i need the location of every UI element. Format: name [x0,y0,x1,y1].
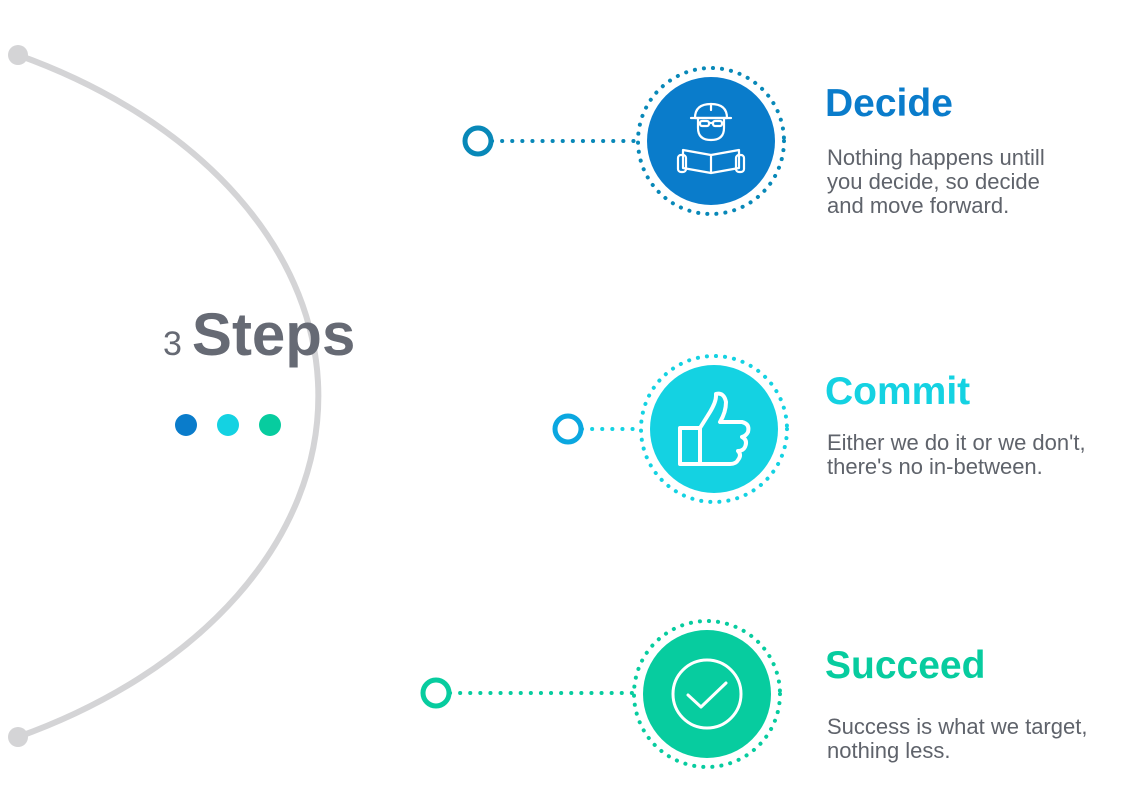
timeline-arc [16,52,322,740]
step-succeed-line-1: Success is what we target, [827,714,1088,739]
step-decide-badge [636,66,786,216]
step-commit-line-2: there's no in-between. [827,454,1043,479]
step-commit-badge-fill [650,365,778,493]
step-succeed-badge-ring [632,619,782,769]
title-word: Steps [191,301,356,368]
step-commit-line-1: Either we do it or we don't, [827,430,1086,455]
engineer-reading-plans-icon [676,102,746,175]
step-decide-line-3: and move forward. [827,193,1010,218]
step-succeed-title: Succeed [825,644,986,687]
step-succeed-connector [420,677,636,709]
checkmark-circle-icon [671,658,743,730]
indicator-dot-succeed [259,414,281,436]
title-number: 3 [163,325,182,363]
step-commit-node [552,413,584,445]
step-decide-line-2: you decide, so decide [827,169,1040,194]
step-commit-badge [639,354,789,504]
step-succeed-badge [632,619,782,769]
step-commit-badge-ring [639,354,789,504]
step-succeed-description: Success is what we target, nothing less. [827,715,1127,763]
step-commit-title: Commit [825,370,971,413]
arc-end-dot-top [8,45,28,65]
step-succeed-badge-fill [643,630,771,758]
step-succeed-line-2: nothing less. [827,738,951,763]
thumbs-up-icon [678,391,751,466]
step-decide-description: Nothing happens untill you decide, so de… [827,146,1127,218]
indicator-dot-decide [175,414,197,436]
step-decide-connector [462,125,636,157]
arc-end-dot-bottom [8,727,28,747]
step-decide-node [462,125,494,157]
step-succeed-node [420,677,452,709]
step-commit-connector [552,413,642,445]
step-decide-line-1: Nothing happens untill [827,145,1045,170]
indicator-dot-commit [217,414,239,436]
step-decide-badge-ring [636,66,786,216]
step-decide-title: Decide [825,82,953,125]
step-commit-description: Either we do it or we don't, there's no … [827,431,1127,479]
